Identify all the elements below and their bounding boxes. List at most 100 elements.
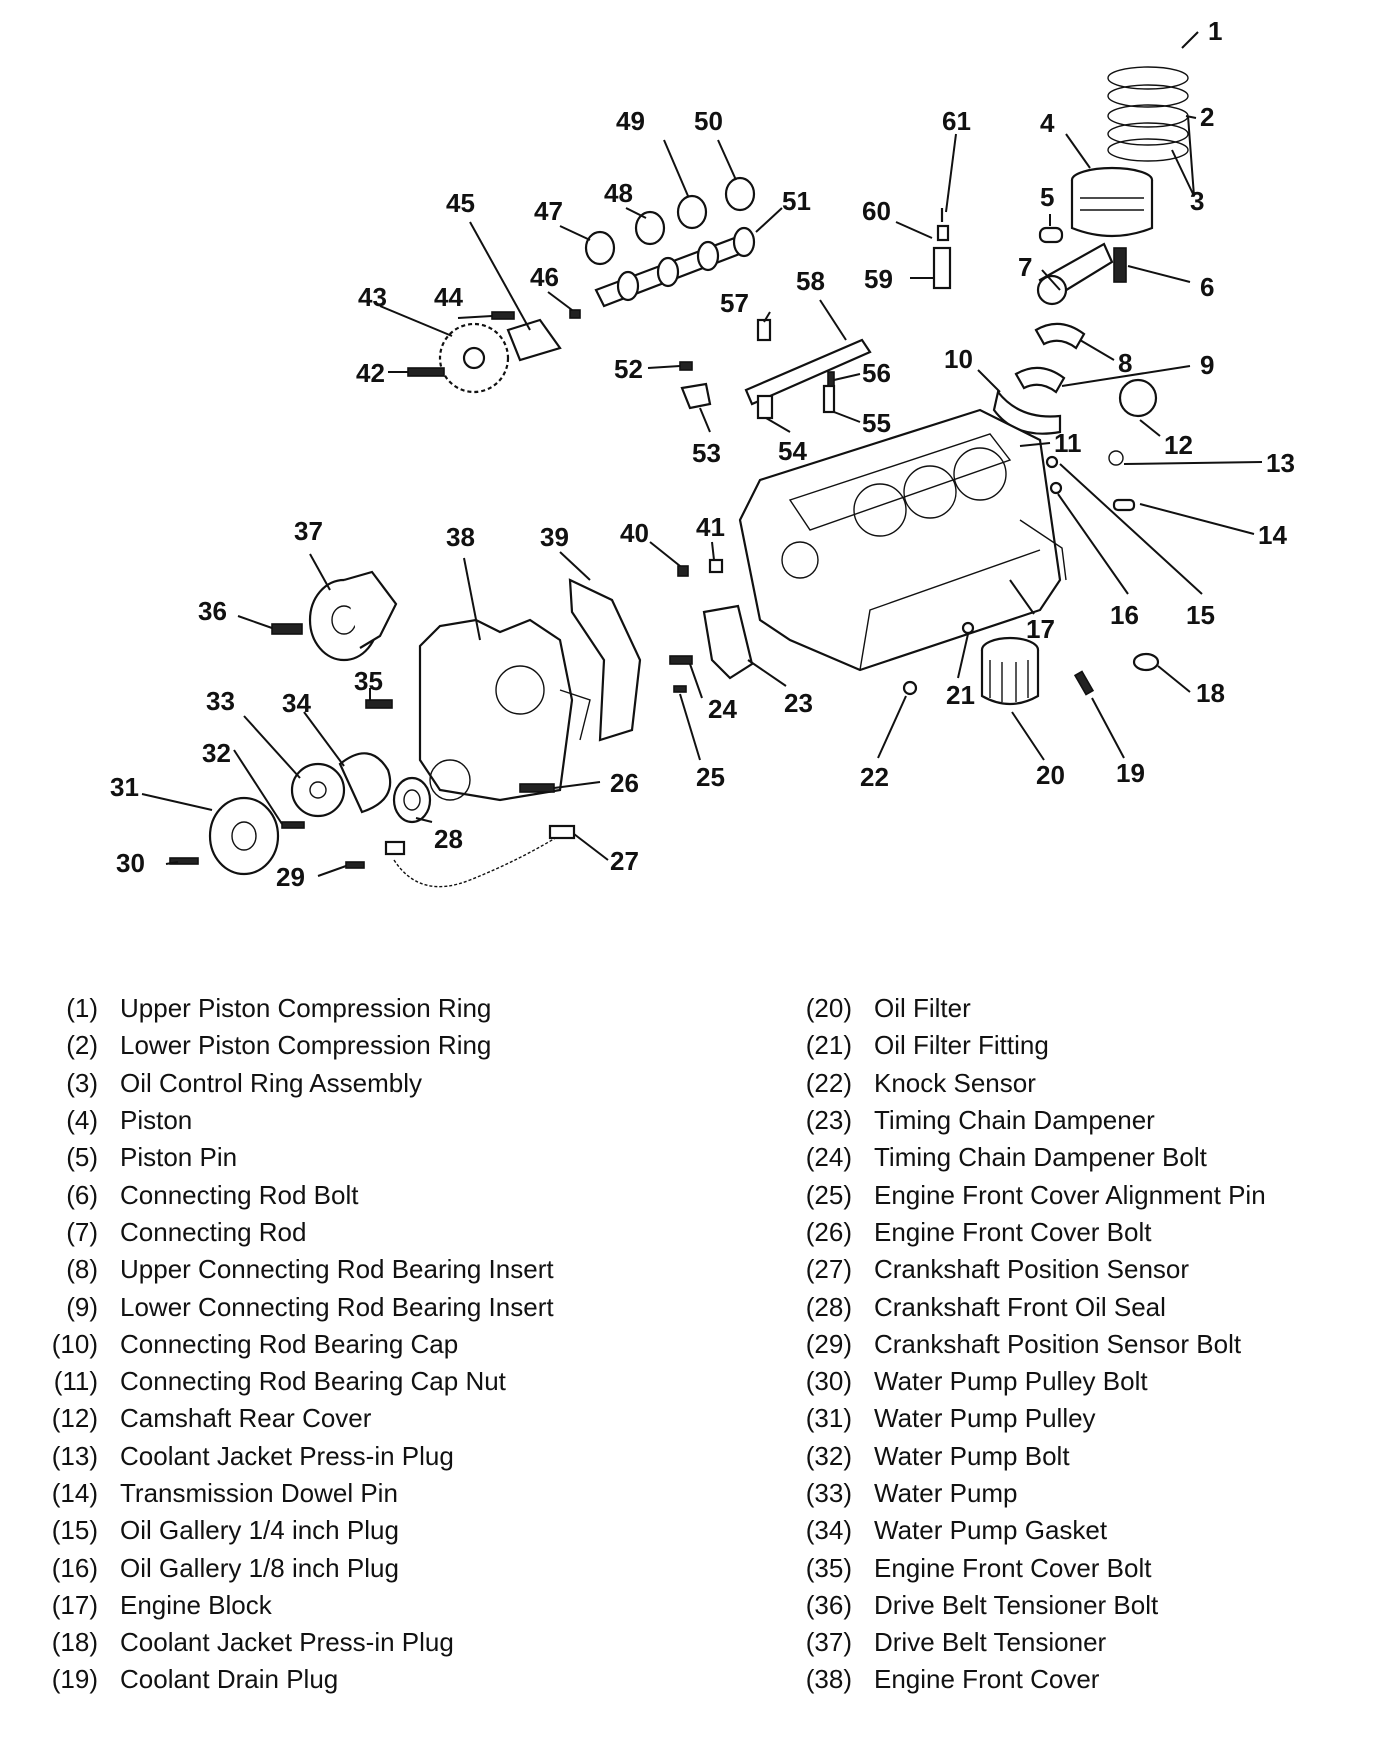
legend-number: (18) [51,1627,98,1658]
callout-12: 12 [1164,430,1193,460]
callout-26: 26 [610,768,639,798]
legend-number: (24) [805,1142,852,1173]
callout-30: 30 [116,848,145,878]
legend-number: (38) [805,1664,852,1695]
legend-item: (3)Oil Control Ring Assembly [26,1065,726,1102]
legend-number: (23) [805,1105,852,1136]
legend-item: (2) Lower Piston Compression Ring [26,1027,726,1064]
legend-item: (34)Water Pump Gasket [780,1512,1370,1549]
legend-item: (33)Water Pump [780,1475,1370,1512]
legend-item: (20)Oil Filter [780,990,1370,1027]
legend-label: Drive Belt Tensioner Bolt [874,1589,1159,1620]
legend-number: (2) [66,1030,98,1061]
callout-21: 21 [946,680,975,710]
legend-label: Water Pump Gasket [874,1515,1108,1546]
legend-number: (4) [66,1105,98,1136]
callout-24: 24 [708,694,737,724]
callout-10: 10 [944,344,973,374]
legend-number: (29) [805,1328,852,1359]
legend-item: (12)Camshaft Rear Cover [26,1400,726,1437]
callout-20: 20 [1036,760,1065,790]
callout-51: 51 [782,186,811,216]
legend-item: (35) Engine Front Cover Bolt [780,1549,1370,1586]
legend-label: Coolant Jacket Press-in Plug [120,1627,454,1658]
callout-46: 46 [530,262,559,292]
legend-number: (13) [51,1440,98,1471]
legend-item: (15)Oil Gallery 1/4 inch Plug [26,1512,726,1549]
legend-right-column: (20)Oil Filter (21)Oil Filter Fitting (2… [780,990,1370,1699]
callout-25: 25 [696,762,725,792]
callout-39: 39 [540,522,569,552]
legend-item: (30)Water Pump Pulley Bolt [780,1363,1370,1400]
legend-label: Camshaft Rear Cover [120,1403,372,1434]
oil-filter [902,621,1040,706]
piston-rings [1107,66,1189,162]
legend-item: (25)Engine Front Cover Alignment Pin [780,1176,1370,1213]
legend-number: (26) [805,1216,852,1247]
legend-number: (6) [66,1179,98,1210]
legend-label: Lower Piston Compression Ring [120,1030,492,1061]
legend-number: (9) [66,1291,98,1322]
callout-14: 14 [1258,520,1287,550]
front-cover [418,558,754,802]
callout-43: 43 [358,282,387,312]
callout-52: 52 [614,354,643,384]
legend-number: (19) [51,1664,98,1695]
legend-label: Water Pump Pulley [874,1403,1096,1434]
callout-38: 38 [446,522,475,552]
callout-50: 50 [694,106,723,136]
legend-item: (21)Oil Filter Fitting [780,1027,1370,1064]
legend-item: (6)Connecting Rod Bolt [26,1176,726,1213]
callout-58: 58 [796,266,825,296]
callout-28: 28 [434,824,463,854]
legend-label: Connecting Rod [120,1216,307,1247]
callout-6: 6 [1200,272,1214,302]
legend-label: Water Pump Bolt [874,1440,1070,1471]
cam-sprocket [407,309,581,394]
legend-label: Crankshaft Position Sensor [874,1254,1190,1285]
legend-number: (35) [805,1552,852,1583]
legend-item: (31) Water Pump Pulley [780,1400,1370,1437]
legend-item: (28)Crankshaft Front Oil Seal [780,1288,1370,1325]
callout-7: 7 [1018,252,1032,282]
legend-label: Crankshaft Front Oil Seal [874,1291,1166,1322]
engine-block [738,408,1067,672]
lifter-guide [679,318,872,420]
legend-label: Oil Control Ring Assembly [120,1067,422,1098]
callout-33: 33 [206,686,235,716]
callout-27: 27 [610,846,639,876]
legend-label: Oil Filter Fitting [874,1030,1049,1061]
piston-pin [1038,226,1064,244]
connecting-rod [1036,242,1114,306]
legend-label: Engine Front Cover Alignment Pin [874,1179,1266,1210]
legend-label: Piston Pin [120,1142,238,1173]
callout-55: 55 [862,408,891,438]
callout-13: 13 [1266,448,1295,478]
legend-item: (19)Coolant Drain Plug [26,1661,726,1698]
legend-label: Engine Front Cover Bolt [874,1552,1152,1583]
legend-item: (38)Engine Front Cover [780,1661,1370,1698]
legend-number: (10) [51,1328,98,1359]
camshaft [594,226,756,308]
legend-number: (27) [805,1254,852,1285]
legend-number: (1) [66,993,98,1024]
legend-item: (8)Upper Connecting Rod Bearing Insert [26,1251,726,1288]
legend-item: (16)Oil Gallery 1/8 inch Plug [26,1549,726,1586]
callout-23: 23 [784,688,813,718]
callout-41: 41 [696,512,725,542]
legend-number: (20) [805,993,852,1024]
legend-label: Engine Front Cover Bolt [874,1216,1152,1247]
callout-42: 42 [356,358,385,388]
legend-left-column: (1)Upper Piston Compression Ring (2)Lowe… [26,990,726,1699]
legend-label: Connecting Rod Bearing Cap [120,1328,459,1359]
callout-31: 31 [110,772,139,802]
legend-label: Coolant Jacket Press-in Plug [120,1440,454,1471]
leader-lines [141,31,1263,877]
exploded-engine-diagram: 1 2 3 4 5 6 7 8 9 10 11 12 13 14 15 16 1… [110,16,1295,892]
piston [1070,166,1154,238]
legend-number: (8) [66,1254,98,1285]
legend-label: Knock Sensor [874,1067,1036,1098]
legend-item: (24)Timing Chain Dampener Bolt [780,1139,1370,1176]
legend-number: (31) [805,1403,852,1434]
legend-item: (27) Crankshaft Position Sensor [780,1251,1370,1288]
